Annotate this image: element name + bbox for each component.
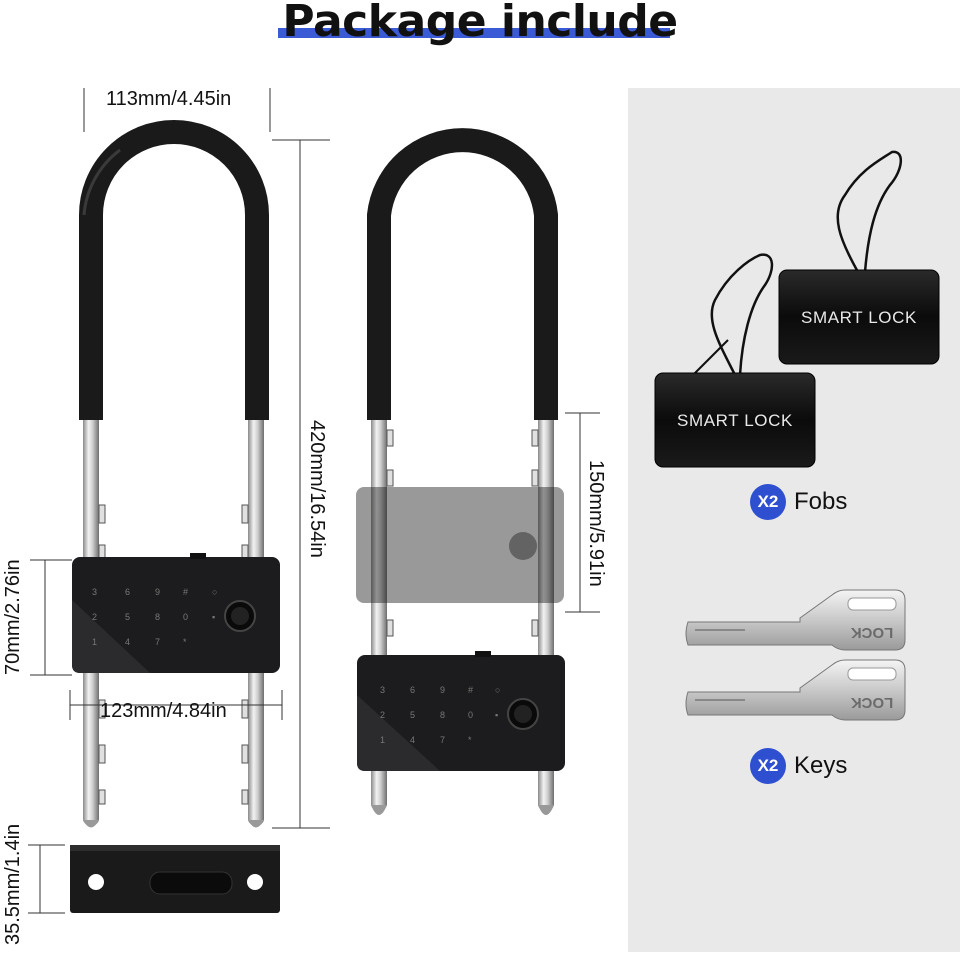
- key-2: LOCK: [685, 659, 906, 721]
- shackle: [367, 128, 558, 420]
- svg-text:#: #: [468, 685, 473, 695]
- svg-text:3: 3: [380, 685, 385, 695]
- svg-text:*: *: [468, 735, 472, 745]
- lock-body: [357, 655, 565, 771]
- dimension-width: 113mm/4.45in: [106, 88, 232, 110]
- svg-text:○: ○: [212, 587, 217, 597]
- lock-body: [72, 557, 280, 673]
- fob-front: SMART LOCK: [654, 253, 816, 468]
- svg-text:5: 5: [125, 612, 130, 622]
- svg-text:7: 7: [155, 637, 160, 647]
- svg-text:8: 8: [440, 710, 445, 720]
- svg-text:5: 5: [410, 710, 415, 720]
- keys-quantity: X2 Keys: [750, 748, 847, 784]
- svg-text:0: 0: [468, 710, 473, 720]
- title-underline: [278, 28, 670, 38]
- svg-text:*: *: [183, 637, 187, 647]
- accessory-panel: [628, 88, 960, 952]
- svg-text:▪: ▪: [495, 710, 498, 720]
- dimension-bracket: 35.5mm/1.4in: [2, 823, 24, 945]
- svg-text:9: 9: [155, 587, 160, 597]
- keys-qty-badge: X2: [750, 748, 786, 784]
- keypad: 3 6 9 # ○ 2 5 8 0 ▪ 1 4 7 *: [380, 685, 500, 745]
- dimension-body-height: 70mm/2.76in: [2, 559, 24, 675]
- svg-text:6: 6: [125, 587, 130, 597]
- fobs-quantity: X2 Fobs: [750, 484, 847, 520]
- svg-text:#: #: [183, 587, 188, 597]
- dimension-body-width: 123mm/4.84in: [100, 700, 227, 722]
- keypad: 3 6 9 # ○ 2 5 8 0 ▪ 1 4 7 *: [92, 587, 217, 647]
- header: Package include: [0, 0, 960, 50]
- svg-text:6: 6: [410, 685, 415, 695]
- svg-text:4: 4: [125, 637, 130, 647]
- svg-text:1: 1: [380, 735, 385, 745]
- key-engraving: LOCK: [851, 624, 894, 641]
- shackle: [79, 120, 269, 420]
- dimension-height: 420mm/16.54in: [306, 420, 328, 558]
- svg-text:▪: ▪: [212, 612, 215, 622]
- fobs-name: Fobs: [794, 488, 848, 515]
- svg-text:0: 0: [183, 612, 188, 622]
- svg-text:8: 8: [155, 612, 160, 622]
- keys-name: Keys: [794, 752, 848, 779]
- svg-text:1: 1: [92, 637, 97, 647]
- mounting-bracket: [70, 845, 280, 913]
- fob-label: SMART LOCK: [677, 411, 793, 430]
- svg-text:7: 7: [440, 735, 445, 745]
- fob-back: SMART LOCK: [778, 150, 940, 365]
- lock-middle: 3 6 9 # ○ 2 5 8 0 ▪ 1 4 7 *: [356, 128, 565, 815]
- dimension-adjust: 150mm/5.91in: [585, 460, 607, 587]
- svg-text:9: 9: [440, 685, 445, 695]
- dimension-lines: [28, 88, 600, 914]
- fobs-qty-badge: X2: [750, 484, 786, 520]
- key-engraving: LOCK: [851, 694, 894, 711]
- page-title: Package include: [282, 0, 678, 47]
- svg-text:2: 2: [380, 710, 385, 720]
- svg-text:○: ○: [495, 685, 500, 695]
- ghost-lock-body: [356, 487, 564, 603]
- svg-text:4: 4: [410, 735, 415, 745]
- svg-text:2: 2: [92, 612, 97, 622]
- key-1: LOCK: [685, 589, 906, 651]
- lock-left: 3 6 9 # ○ 2 5 8 0 ▪ 1 4 7 *: [72, 120, 280, 828]
- svg-text:3: 3: [92, 587, 97, 597]
- fob-label: SMART LOCK: [801, 308, 917, 327]
